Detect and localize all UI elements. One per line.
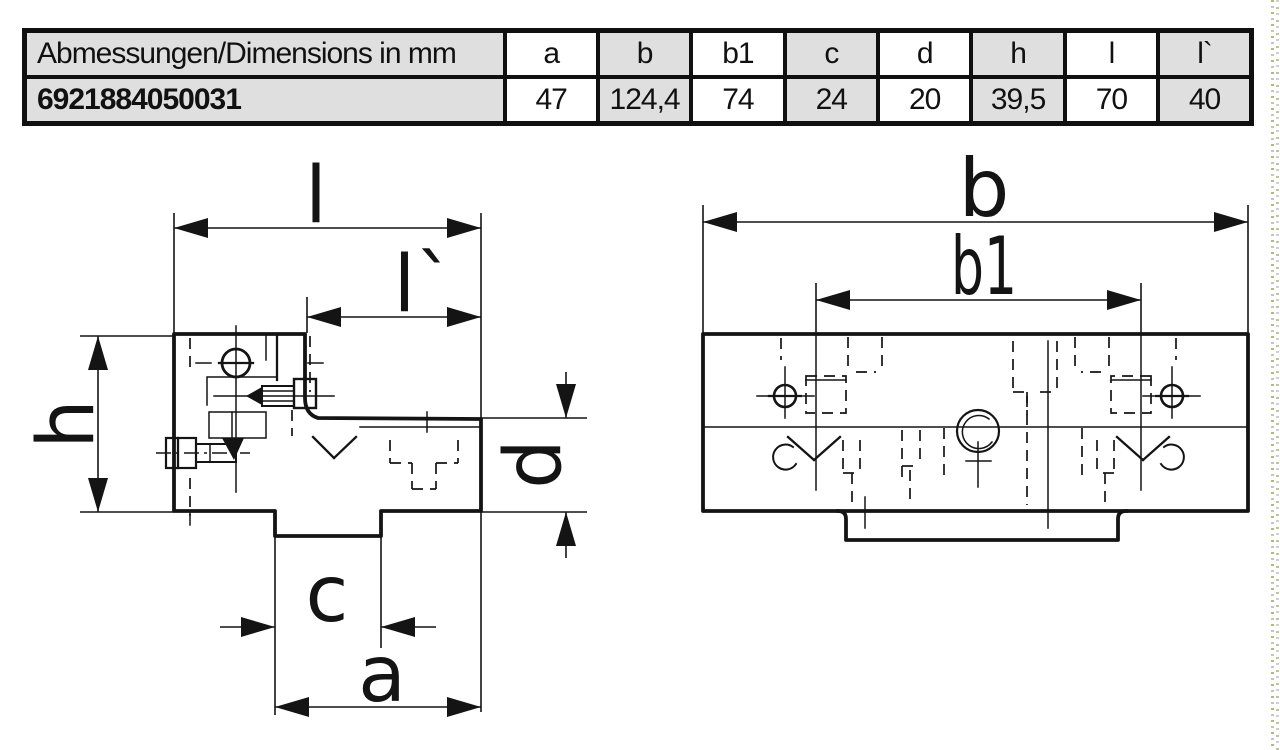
dim-label-b1: b1 bbox=[951, 220, 1017, 313]
right-clamp-detail bbox=[1073, 335, 1202, 507]
col-header-d: d bbox=[875, 28, 974, 79]
col-header-b: b bbox=[595, 28, 694, 79]
col-header-l-grave: l` bbox=[1156, 28, 1254, 79]
dim-label-d: d bbox=[489, 439, 579, 489]
dimensions-table: Abmessungen/Dimensions in mm a b b1 c d … bbox=[22, 28, 1254, 126]
dim-label-l: l bbox=[305, 151, 327, 241]
col-header-l: l bbox=[1062, 28, 1161, 79]
part-number: 6921884050031 bbox=[22, 75, 507, 126]
left-clamp-detail bbox=[755, 335, 884, 507]
table-value-row: 6921884050031 47 124,4 74 24 20 39,5 70 … bbox=[22, 75, 1254, 126]
dim-label-a: a bbox=[358, 630, 406, 720]
screw-tip-icon bbox=[246, 387, 262, 405]
wedge-icon bbox=[222, 438, 244, 460]
dim-label-b: b bbox=[959, 142, 1010, 235]
col-header-b1: b1 bbox=[689, 28, 787, 79]
value-l-grave: 40 bbox=[1156, 75, 1254, 126]
screw-head-icon bbox=[292, 377, 318, 410]
dim-label-c: c bbox=[306, 550, 349, 640]
part-outline-front bbox=[701, 332, 1250, 513]
side-view-dimensions: l l` h d bbox=[22, 151, 587, 720]
value-b1: 74 bbox=[689, 75, 787, 126]
col-header-h: h bbox=[969, 28, 1067, 79]
dim-label-h: h bbox=[22, 399, 112, 448]
hidden-t-slot bbox=[389, 440, 459, 490]
tongue-front bbox=[836, 509, 1128, 542]
side-view bbox=[156, 325, 483, 538]
table-header-row: Abmessungen/Dimensions in mm a b b1 c d … bbox=[22, 28, 1254, 79]
edge-watermark-strip bbox=[1271, 0, 1274, 750]
front-view-dimensions: b b1 bbox=[702, 142, 1249, 333]
part-outline-side bbox=[172, 332, 483, 538]
front-view bbox=[701, 332, 1250, 542]
value-a: 47 bbox=[502, 75, 600, 126]
value-c: 24 bbox=[782, 75, 881, 126]
value-b: 124,4 bbox=[595, 75, 694, 126]
dim-label-l-grave: l` bbox=[394, 240, 455, 330]
col-header-a: a bbox=[502, 28, 600, 79]
edge-watermark-strip-2 bbox=[1276, 0, 1279, 750]
col-header-c: c bbox=[782, 28, 881, 79]
value-h: 39,5 bbox=[969, 75, 1067, 126]
value-d: 20 bbox=[875, 75, 974, 126]
table-title: Abmessungen/Dimensions in mm bbox=[22, 28, 507, 79]
value-l: 70 bbox=[1062, 75, 1161, 126]
